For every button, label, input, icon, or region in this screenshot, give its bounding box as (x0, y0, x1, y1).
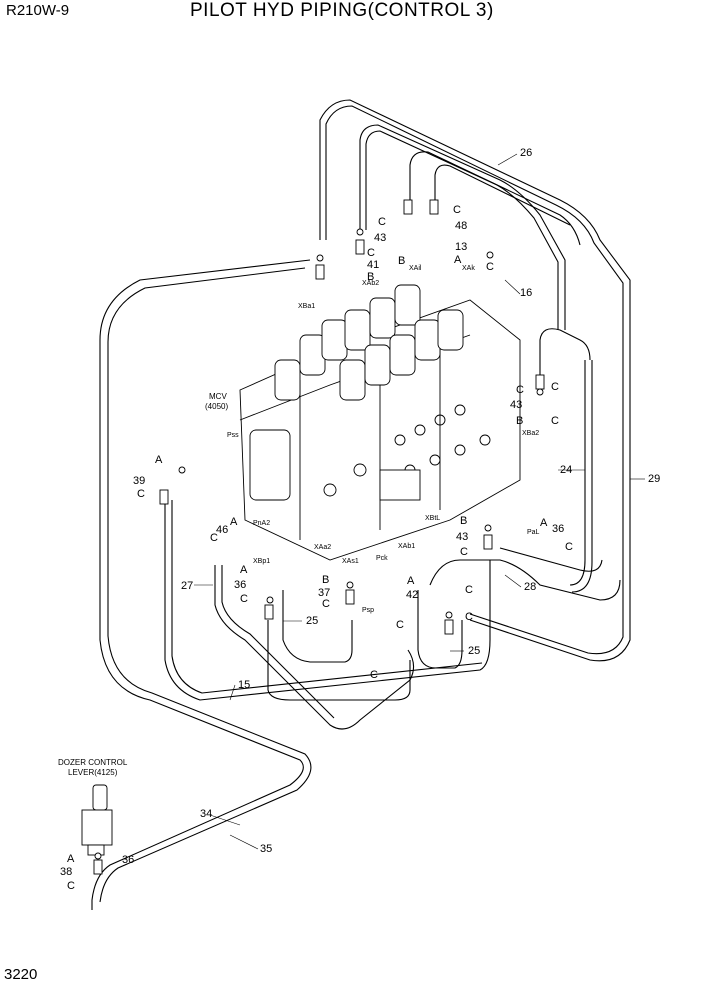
callout-label: B (367, 271, 374, 283)
callout-label: 34 (200, 808, 212, 820)
leader-lines (194, 153, 645, 850)
callout-label: C (396, 619, 404, 631)
callout-label: 29 (648, 473, 660, 485)
callout-label: A (67, 853, 75, 865)
callout-label: 36 (552, 523, 564, 535)
callout-label: 15 (238, 679, 250, 691)
callout-label: 43 (456, 531, 468, 543)
callout-label: B (460, 515, 467, 527)
callout-label: C (516, 384, 524, 396)
port-label: PnA2 (253, 520, 270, 527)
callout-label: 28 (524, 581, 536, 593)
callout-label: B (322, 574, 329, 586)
dozer-control-lever (81, 784, 113, 856)
callout-label: 42 (406, 589, 418, 601)
page-title: PILOT HYD PIPING(CONTROL 3) (190, 0, 494, 21)
page-number: 3220 (4, 966, 38, 983)
callout-label: A (454, 254, 462, 266)
mcv-caption-line1: MCV (209, 392, 227, 401)
port-label: PaL (527, 529, 540, 536)
callout-label: 13 (455, 241, 467, 253)
callout-label: C (240, 593, 248, 605)
callout-label: 16 (520, 287, 532, 299)
callout-label: C (465, 584, 473, 596)
port-label: XAa2 (314, 544, 331, 551)
port-label: XAb2 (362, 280, 379, 287)
callout-label: C (67, 880, 75, 892)
callout-label: C (378, 216, 386, 228)
callout-label: C (486, 261, 494, 273)
mcv-caption-line2: (4050) (205, 402, 228, 411)
callout-label: B (516, 415, 523, 427)
callout-label: 25 (468, 645, 480, 657)
callout-label: 36 (122, 854, 134, 866)
model-label: R210W-9 (6, 2, 70, 19)
callout-label: 37 (318, 587, 330, 599)
dozer-caption-line2: LEVER(4125) (68, 768, 118, 777)
callout-label: C (367, 247, 375, 259)
callout-label: 27 (181, 580, 193, 592)
callout-label: 43 (374, 232, 386, 244)
callout-label: 41 (367, 259, 379, 271)
callout-label: 48 (455, 220, 467, 232)
callout-label: A (230, 516, 238, 528)
callout-label: C (210, 532, 218, 544)
callout-label: 46 (216, 524, 228, 536)
callout-label: 25 (306, 615, 318, 627)
callout-label: C (551, 415, 559, 427)
callout-label: C (465, 611, 473, 623)
port-label: XBp1 (253, 558, 270, 565)
callout-label: C (370, 669, 378, 681)
fittings (93, 199, 545, 875)
callout-label: A (540, 517, 548, 529)
mcv-valve-block (239, 284, 521, 561)
port-label: XAk (462, 265, 475, 272)
callout-label: A (155, 454, 163, 466)
callout-label: 26 (520, 147, 532, 159)
port-label: XAs1 (342, 558, 359, 565)
port-label: XBa2 (522, 430, 539, 437)
callout-label: 39 (133, 475, 145, 487)
port-label: Pck (376, 555, 388, 562)
port-label: XAb1 (398, 543, 415, 550)
port-label: XAil (409, 265, 422, 272)
callout-label: A (407, 575, 415, 587)
callout-label: A (240, 564, 248, 576)
port-label: XBtL (425, 515, 440, 522)
callout-label: C (460, 546, 468, 558)
callout-label: 38 (60, 866, 72, 878)
dozer-caption-line1: DOZER CONTROL (58, 758, 128, 767)
callout-label: C (137, 488, 145, 500)
port-label: Psp (362, 607, 374, 614)
callout-label: 36 (234, 579, 246, 591)
callout-label: B (398, 255, 405, 267)
port-labels: XAb2 XAil XAk XBa1 Pss PnA2 XAa2 XBp1 XA… (227, 265, 540, 614)
port-label: XBa1 (298, 303, 315, 310)
callout-labels: 26 C 48 C 43 13 41 B C B A C 16 C C 43 B… (60, 147, 660, 892)
callout-label: 43 (510, 399, 522, 411)
pipes (91, 99, 631, 910)
callout-label: C (453, 204, 461, 216)
callout-label: C (565, 541, 573, 553)
callout-label: C (551, 381, 559, 393)
callout-label: C (322, 598, 330, 610)
callout-label: 35 (260, 843, 272, 855)
port-label: Pss (227, 432, 239, 439)
